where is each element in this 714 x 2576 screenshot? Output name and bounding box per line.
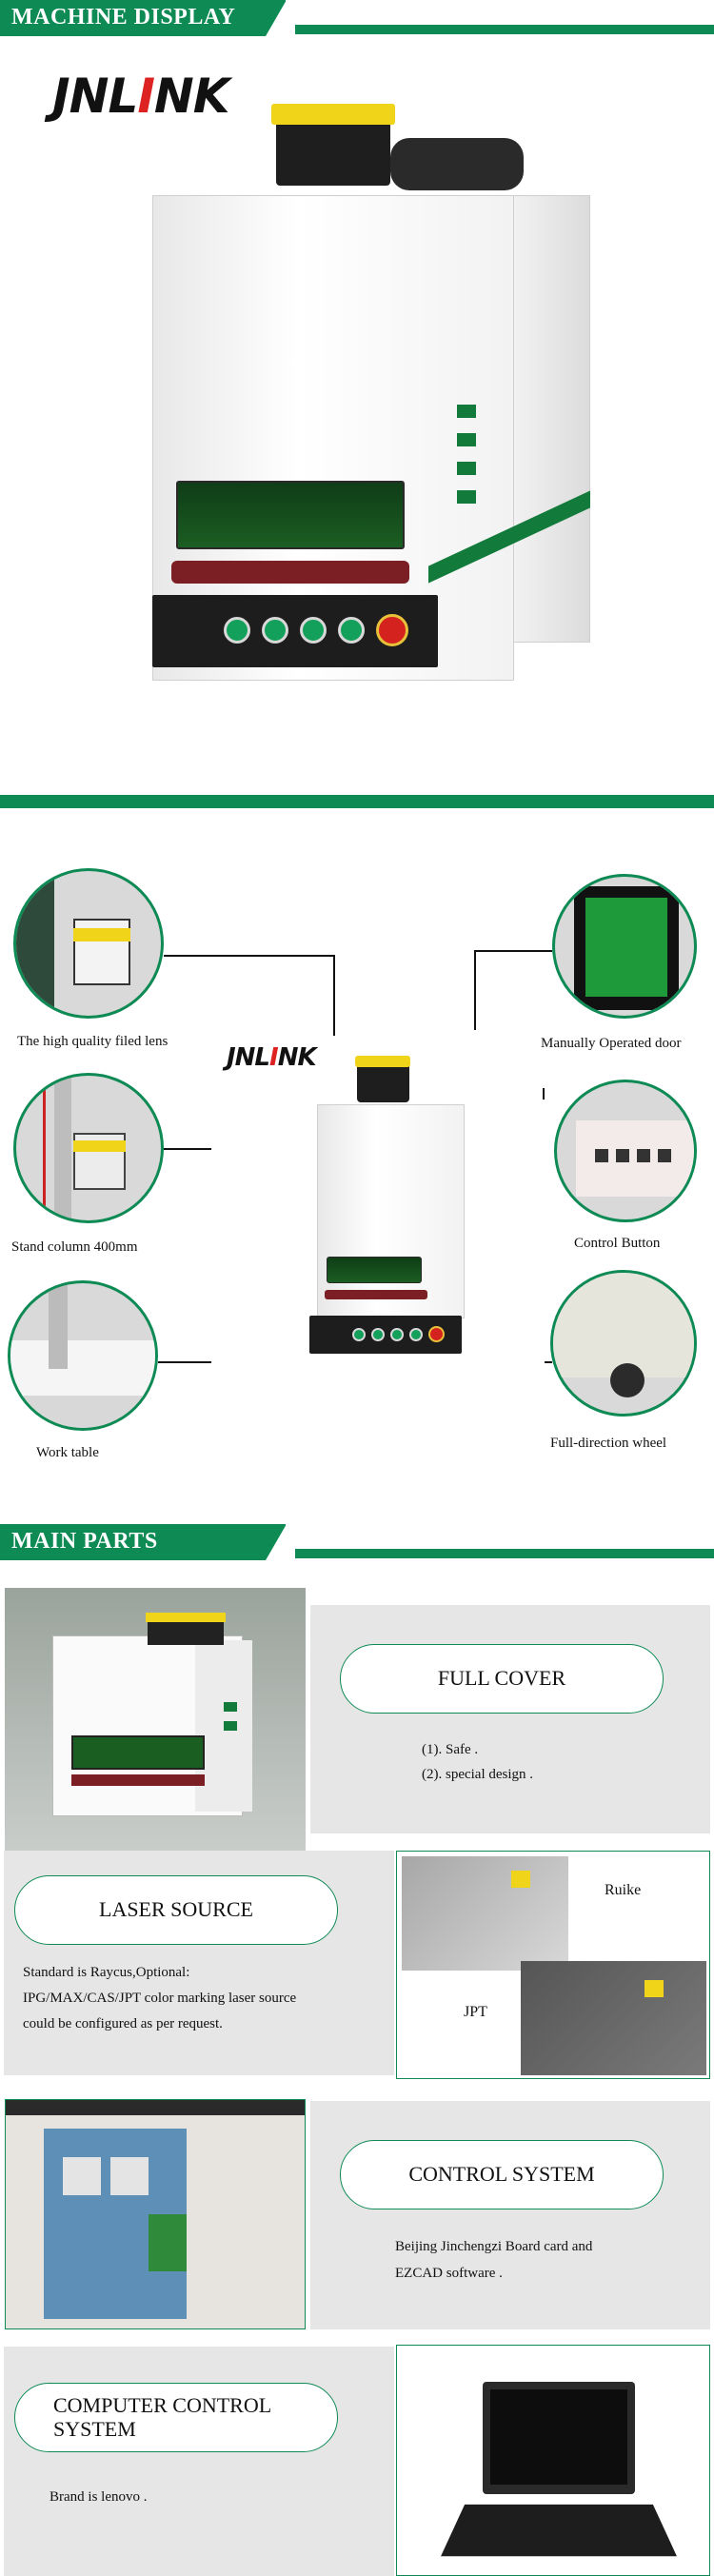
computer-text: Brand is lenovo .: [50, 2489, 148, 2505]
machine-photo-main: [143, 90, 600, 700]
cover-title: FULL COVER: [340, 1644, 664, 1714]
brand-logo-small: JNLINK: [227, 1043, 317, 1072]
caption-door: Manually Operated door: [541, 1036, 682, 1051]
label-ruike: Ruike: [605, 1882, 642, 1898]
detail-column-photo: [13, 1073, 164, 1223]
computer-photo: [396, 2345, 710, 2576]
caption-wheel: Full-direction wheel: [550, 1436, 667, 1451]
laser-source-photos: Ruike JPT: [396, 1851, 710, 2079]
laser-text: Standard is Raycus,Optional: IPG/MAX/CAS…: [23, 1965, 297, 2031]
caption-control-button: Control Button: [574, 1236, 661, 1251]
cover-info-panel: [310, 1605, 710, 1833]
computer-title: COMPUTER CONTROL SYSTEM: [14, 2383, 338, 2452]
detail-door-photo: [552, 874, 697, 1019]
control-text: Beijing Jinchengzi Board card and EZCAD …: [395, 2239, 593, 2281]
section-title-main-parts: MAIN PARTS: [11, 1529, 158, 1554]
control-title: CONTROL SYSTEM: [340, 2140, 664, 2209]
detail-worktable-photo: [8, 1280, 158, 1431]
control-system-photo: [5, 2099, 306, 2329]
control-info-panel: [310, 2101, 710, 2329]
detail-control-button-photo: [554, 1080, 697, 1222]
laser-title: LASER SOURCE: [14, 1875, 338, 1945]
machine-photo-small: [300, 1052, 471, 1361]
main-parts-banner: MAIN PARTS: [0, 1524, 714, 1560]
computer-info-panel: [4, 2347, 394, 2576]
brand-logo: JNLINK: [52, 69, 230, 124]
cover-photo: [5, 1588, 306, 1851]
cover-text: (1). Safe . (2). special design .: [422, 1742, 534, 1783]
caption-lens: The high quality filed lens: [17, 1034, 169, 1049]
detail-wheel-photo: [550, 1270, 697, 1417]
section-divider: [0, 795, 714, 808]
detail-lens-photo: [13, 868, 164, 1019]
section-title-machine-display: MACHINE DISPLAY: [11, 5, 236, 30]
caption-column: Stand column 400mm: [11, 1239, 138, 1255]
caption-worktable: Work table: [36, 1445, 99, 1460]
machine-display-banner: MACHINE DISPLAY: [0, 0, 714, 36]
label-jpt: JPT: [464, 2004, 487, 2020]
